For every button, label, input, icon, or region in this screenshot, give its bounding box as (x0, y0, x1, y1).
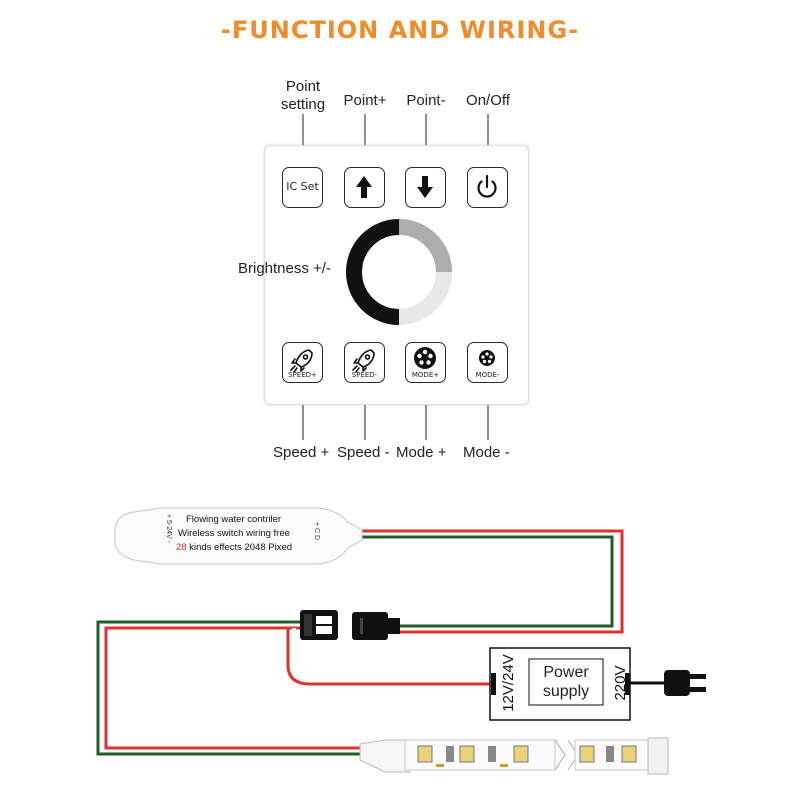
controller-line1: Flowing water contriler (186, 514, 282, 525)
controller-effects-count: 28 (176, 542, 187, 553)
arrow-down-icon (417, 176, 433, 198)
label-mode-plus: Mode + (396, 444, 447, 461)
dots-circle-icon (414, 347, 436, 369)
label-point-plus: Point+ (343, 92, 387, 109)
wire-red-psu (286, 628, 494, 686)
mode-plus-label: MODE+ (411, 371, 440, 379)
controller-line2: Wireless switch wiring free (178, 528, 290, 539)
label-brightness: Brightness +/- (238, 260, 331, 277)
speed-plus-label: SPEED+ (288, 371, 317, 379)
label-speed-plus: Speed + (273, 444, 330, 461)
arrow-up-icon (356, 176, 372, 198)
mode-minus-button[interactable]: MODE- (467, 342, 508, 383)
power-icon (477, 174, 497, 198)
speed-minus-button[interactable]: SPEED- (344, 342, 385, 383)
connector-female (300, 610, 338, 640)
wire-red-left (104, 626, 360, 750)
label-speed-minus: Speed - (337, 444, 390, 461)
psu-label-line1: Power (543, 664, 589, 681)
label-point-setting: Point setting (281, 78, 325, 114)
ic-set-button[interactable]: IC Set (282, 167, 323, 208)
psu-label-line2: supply (542, 683, 590, 700)
on-off-button[interactable] (467, 167, 508, 208)
speed-minus-label: SPEED- (351, 371, 378, 379)
point-plus-button[interactable] (344, 167, 385, 208)
speed-plus-button[interactable]: SPEED+ (282, 342, 323, 383)
controller-line3: 28 kinds effects 2048 Pixed (176, 542, 292, 554)
brightness-ring-dark-half (346, 219, 400, 325)
controller-line3-rest: kinds effects 2048 Pixed (186, 542, 293, 553)
led-row-2 (579, 745, 637, 763)
label-point-minus: Point- (406, 92, 446, 109)
wire-red-top (360, 529, 624, 634)
dots-circle-icon (479, 350, 495, 366)
page-title: -FUNCTION AND WIRING- (220, 16, 580, 44)
wire-green-top (360, 535, 614, 628)
rocket-icon (290, 349, 313, 373)
psu-label: Power supply (543, 663, 589, 701)
point-minus-button[interactable] (405, 167, 446, 208)
label-point-setting-text: Point setting (280, 78, 326, 113)
led-row-1 (417, 745, 529, 767)
mode-plus-button[interactable]: MODE+ (405, 342, 446, 383)
label-on-off: On/Off (466, 92, 510, 109)
rocket-icon (352, 349, 375, 373)
mode-minus-label: MODE- (475, 371, 500, 379)
label-mode-minus: Mode - (463, 444, 510, 461)
ic-set-label: IC Set (286, 180, 319, 193)
connector-male (352, 612, 400, 640)
wire-green-left (96, 620, 360, 756)
